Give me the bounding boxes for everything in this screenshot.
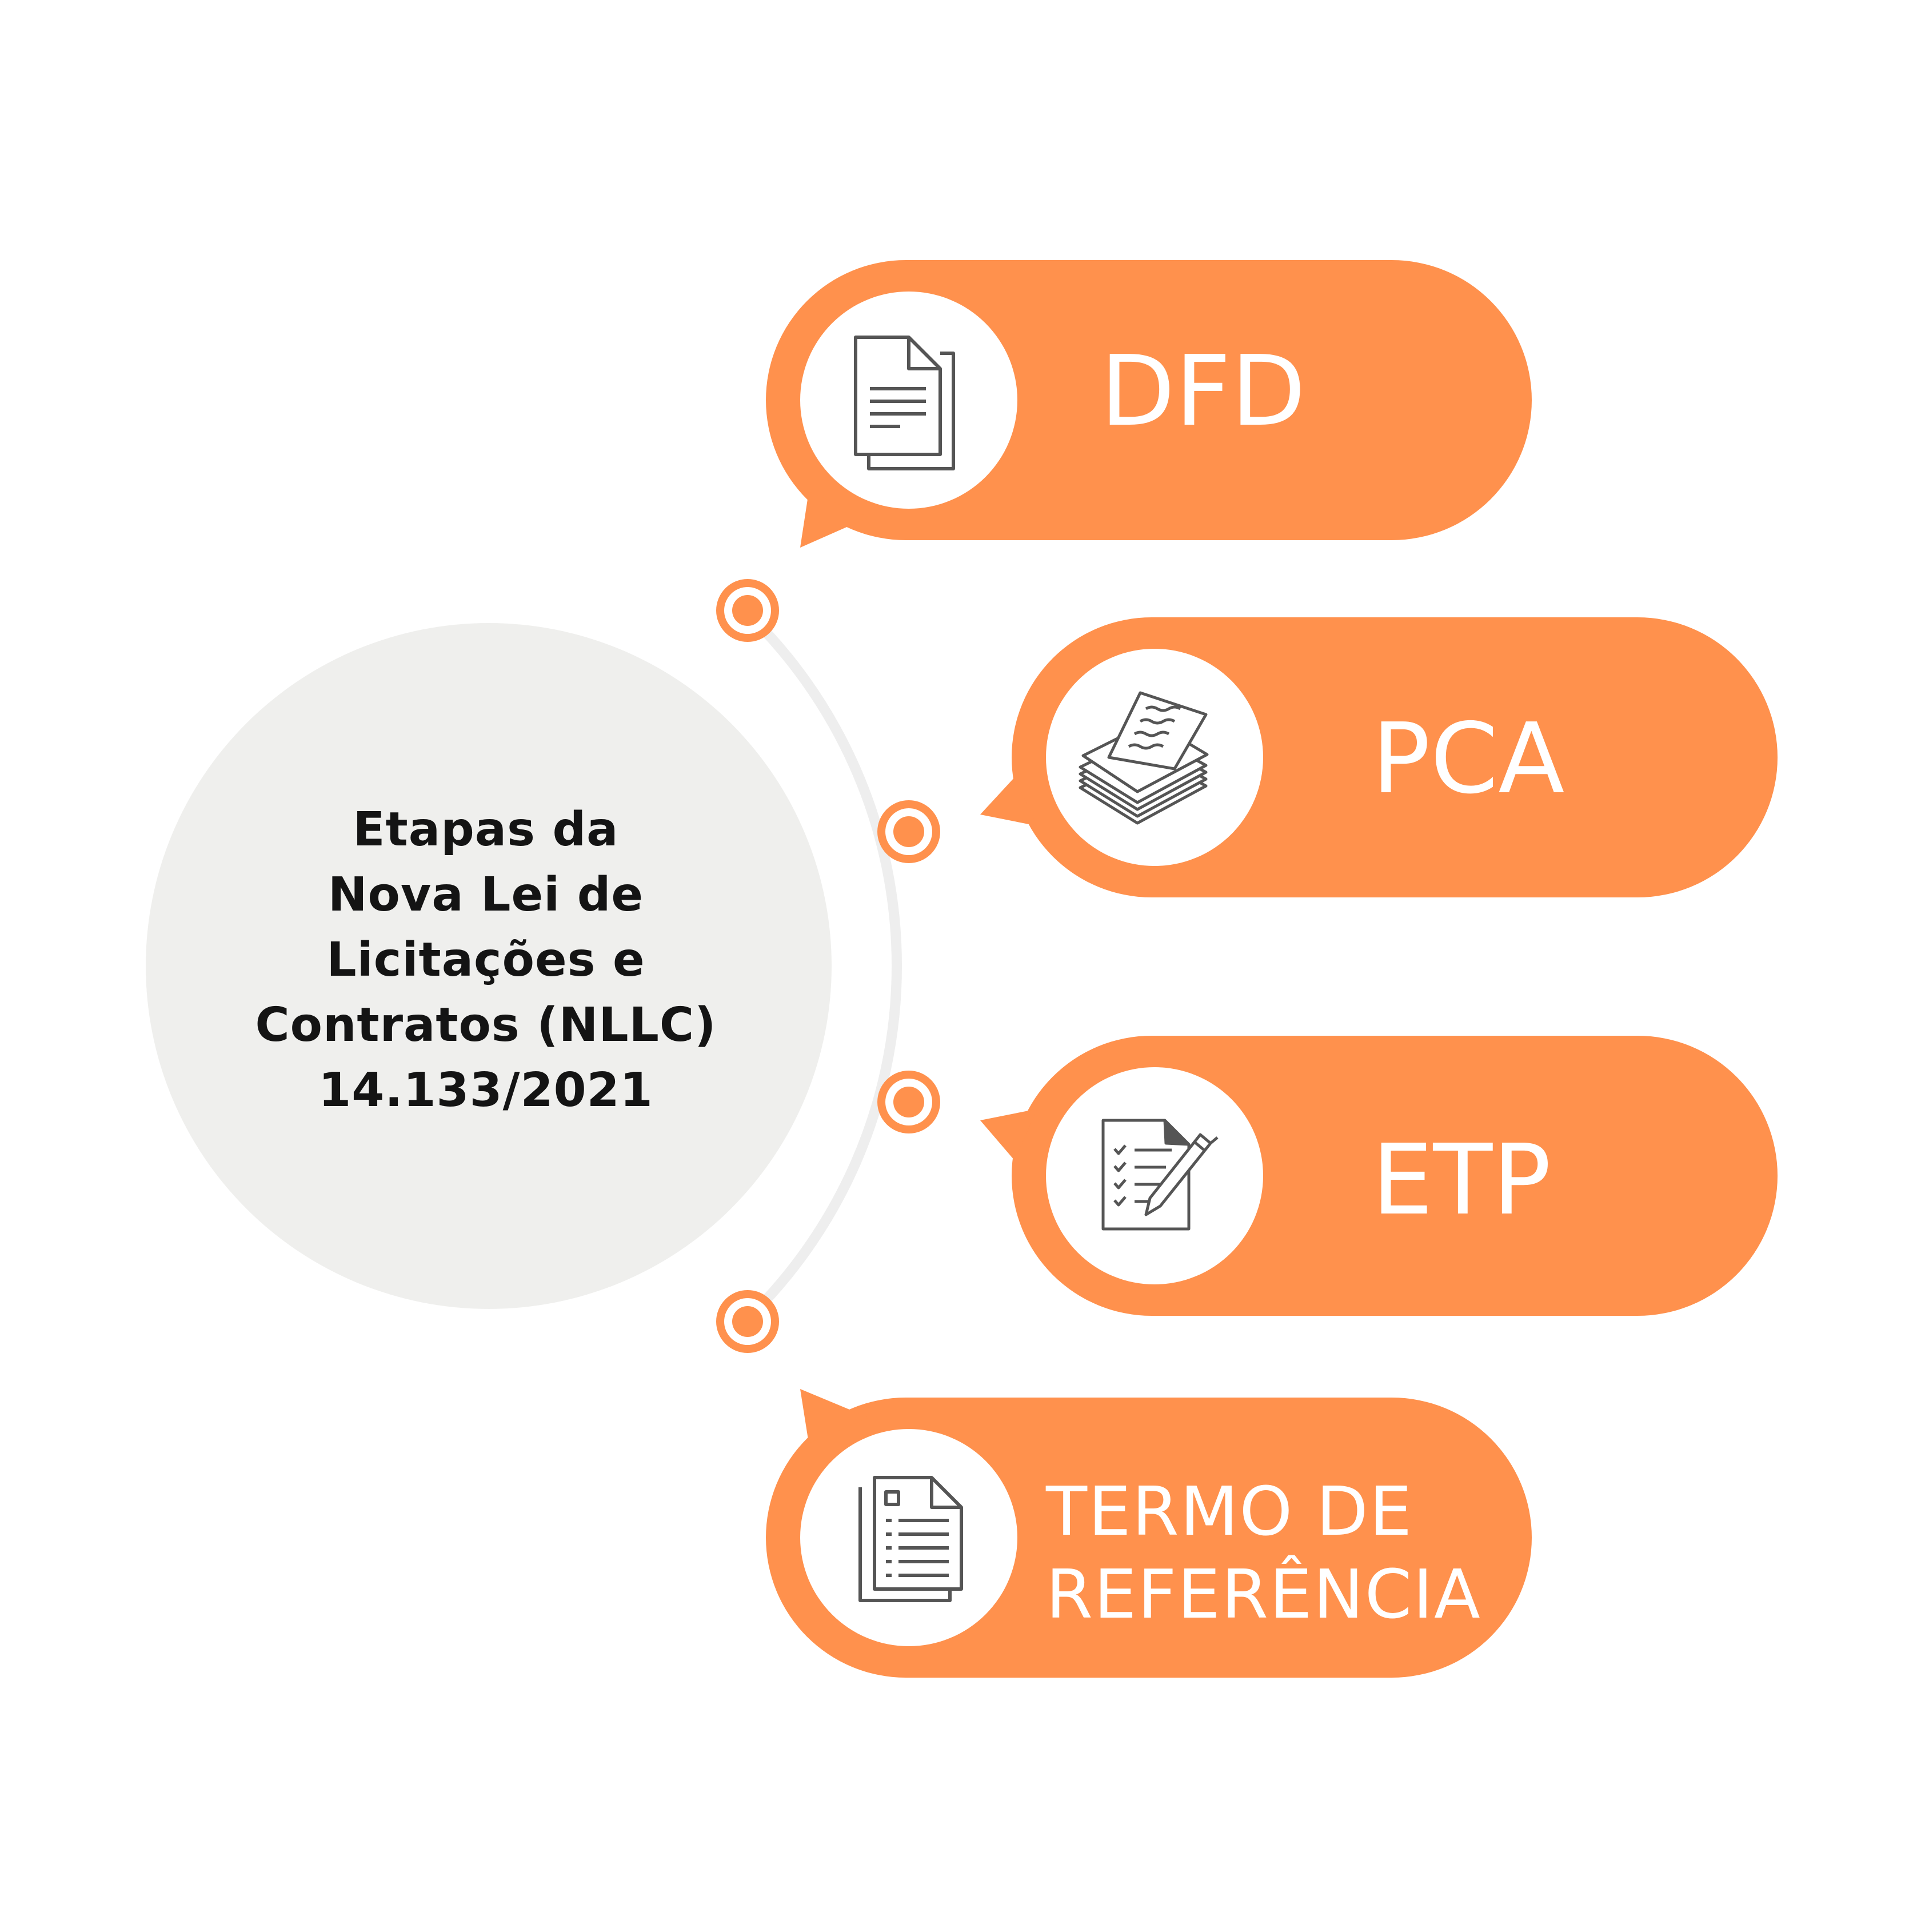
center-title-line: 14.133/2021 (318, 1063, 653, 1117)
center-circle (146, 623, 832, 1309)
center-title-line: Contratos (NLLC) (255, 998, 717, 1052)
center-title-line: Nova Lei de (328, 868, 644, 922)
connector-dot-4 (716, 1290, 779, 1353)
stage-label-etp: ETP (1372, 1124, 1551, 1237)
stage-label-termo-line: REFERÊNCIA (1046, 1555, 1481, 1634)
center-title-line: Etapas da (353, 803, 619, 857)
stage-label-termo: TERMO DE REFERÊNCIA (1046, 1470, 1481, 1636)
stage-label-pca: PCA (1372, 702, 1565, 816)
bubble-etp (980, 1036, 1778, 1316)
paper-stack-icon (1079, 691, 1209, 825)
bubble-termo (766, 1389, 1532, 1678)
checklist-pen-icon (1101, 1119, 1219, 1231)
stage-label-termo-line: TERMO DE (1046, 1472, 1413, 1551)
connector-dot-1 (716, 579, 779, 642)
connector-dot-2 (877, 800, 940, 863)
form-documents-icon (858, 1476, 963, 1602)
connector-dot-3 (877, 1071, 940, 1133)
center-title-line: Licitações e (326, 933, 645, 987)
documents-copy-icon (854, 336, 955, 470)
connector-arc (742, 608, 902, 1324)
stage-label-dfd: DFD (1100, 335, 1306, 448)
center-title: Etapas da Nova Lei de Licitações e Contr… (171, 789, 800, 1132)
